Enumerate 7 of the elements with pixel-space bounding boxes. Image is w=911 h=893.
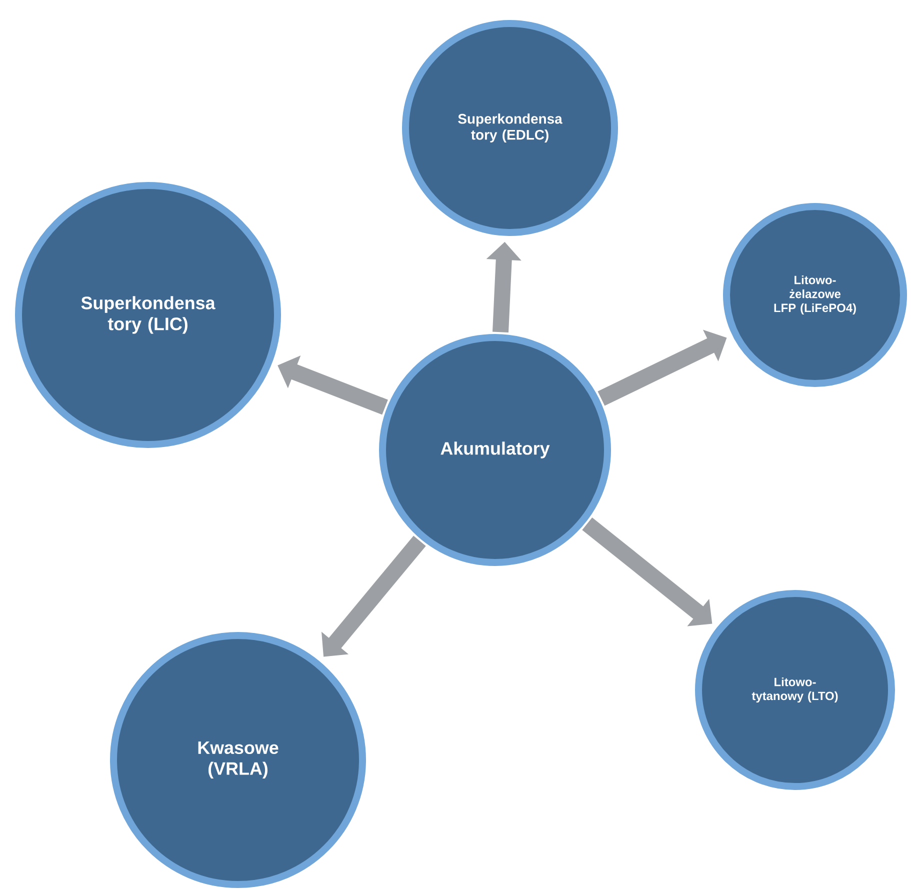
circle-node: Litowo- tytanowy (LTO) [695, 590, 895, 790]
circle-node: Superkondensa tory (LIC) [15, 182, 281, 448]
circle-node: Kwasowe (VRLA) [110, 632, 366, 888]
circle-node: Superkondensa tory (EDLC) [402, 20, 618, 236]
circle-node: Akumulatory [379, 334, 611, 566]
circle-node: Litowo- żelazowe LFP (LiFePO4) [723, 203, 907, 387]
block-arrow [322, 536, 426, 657]
